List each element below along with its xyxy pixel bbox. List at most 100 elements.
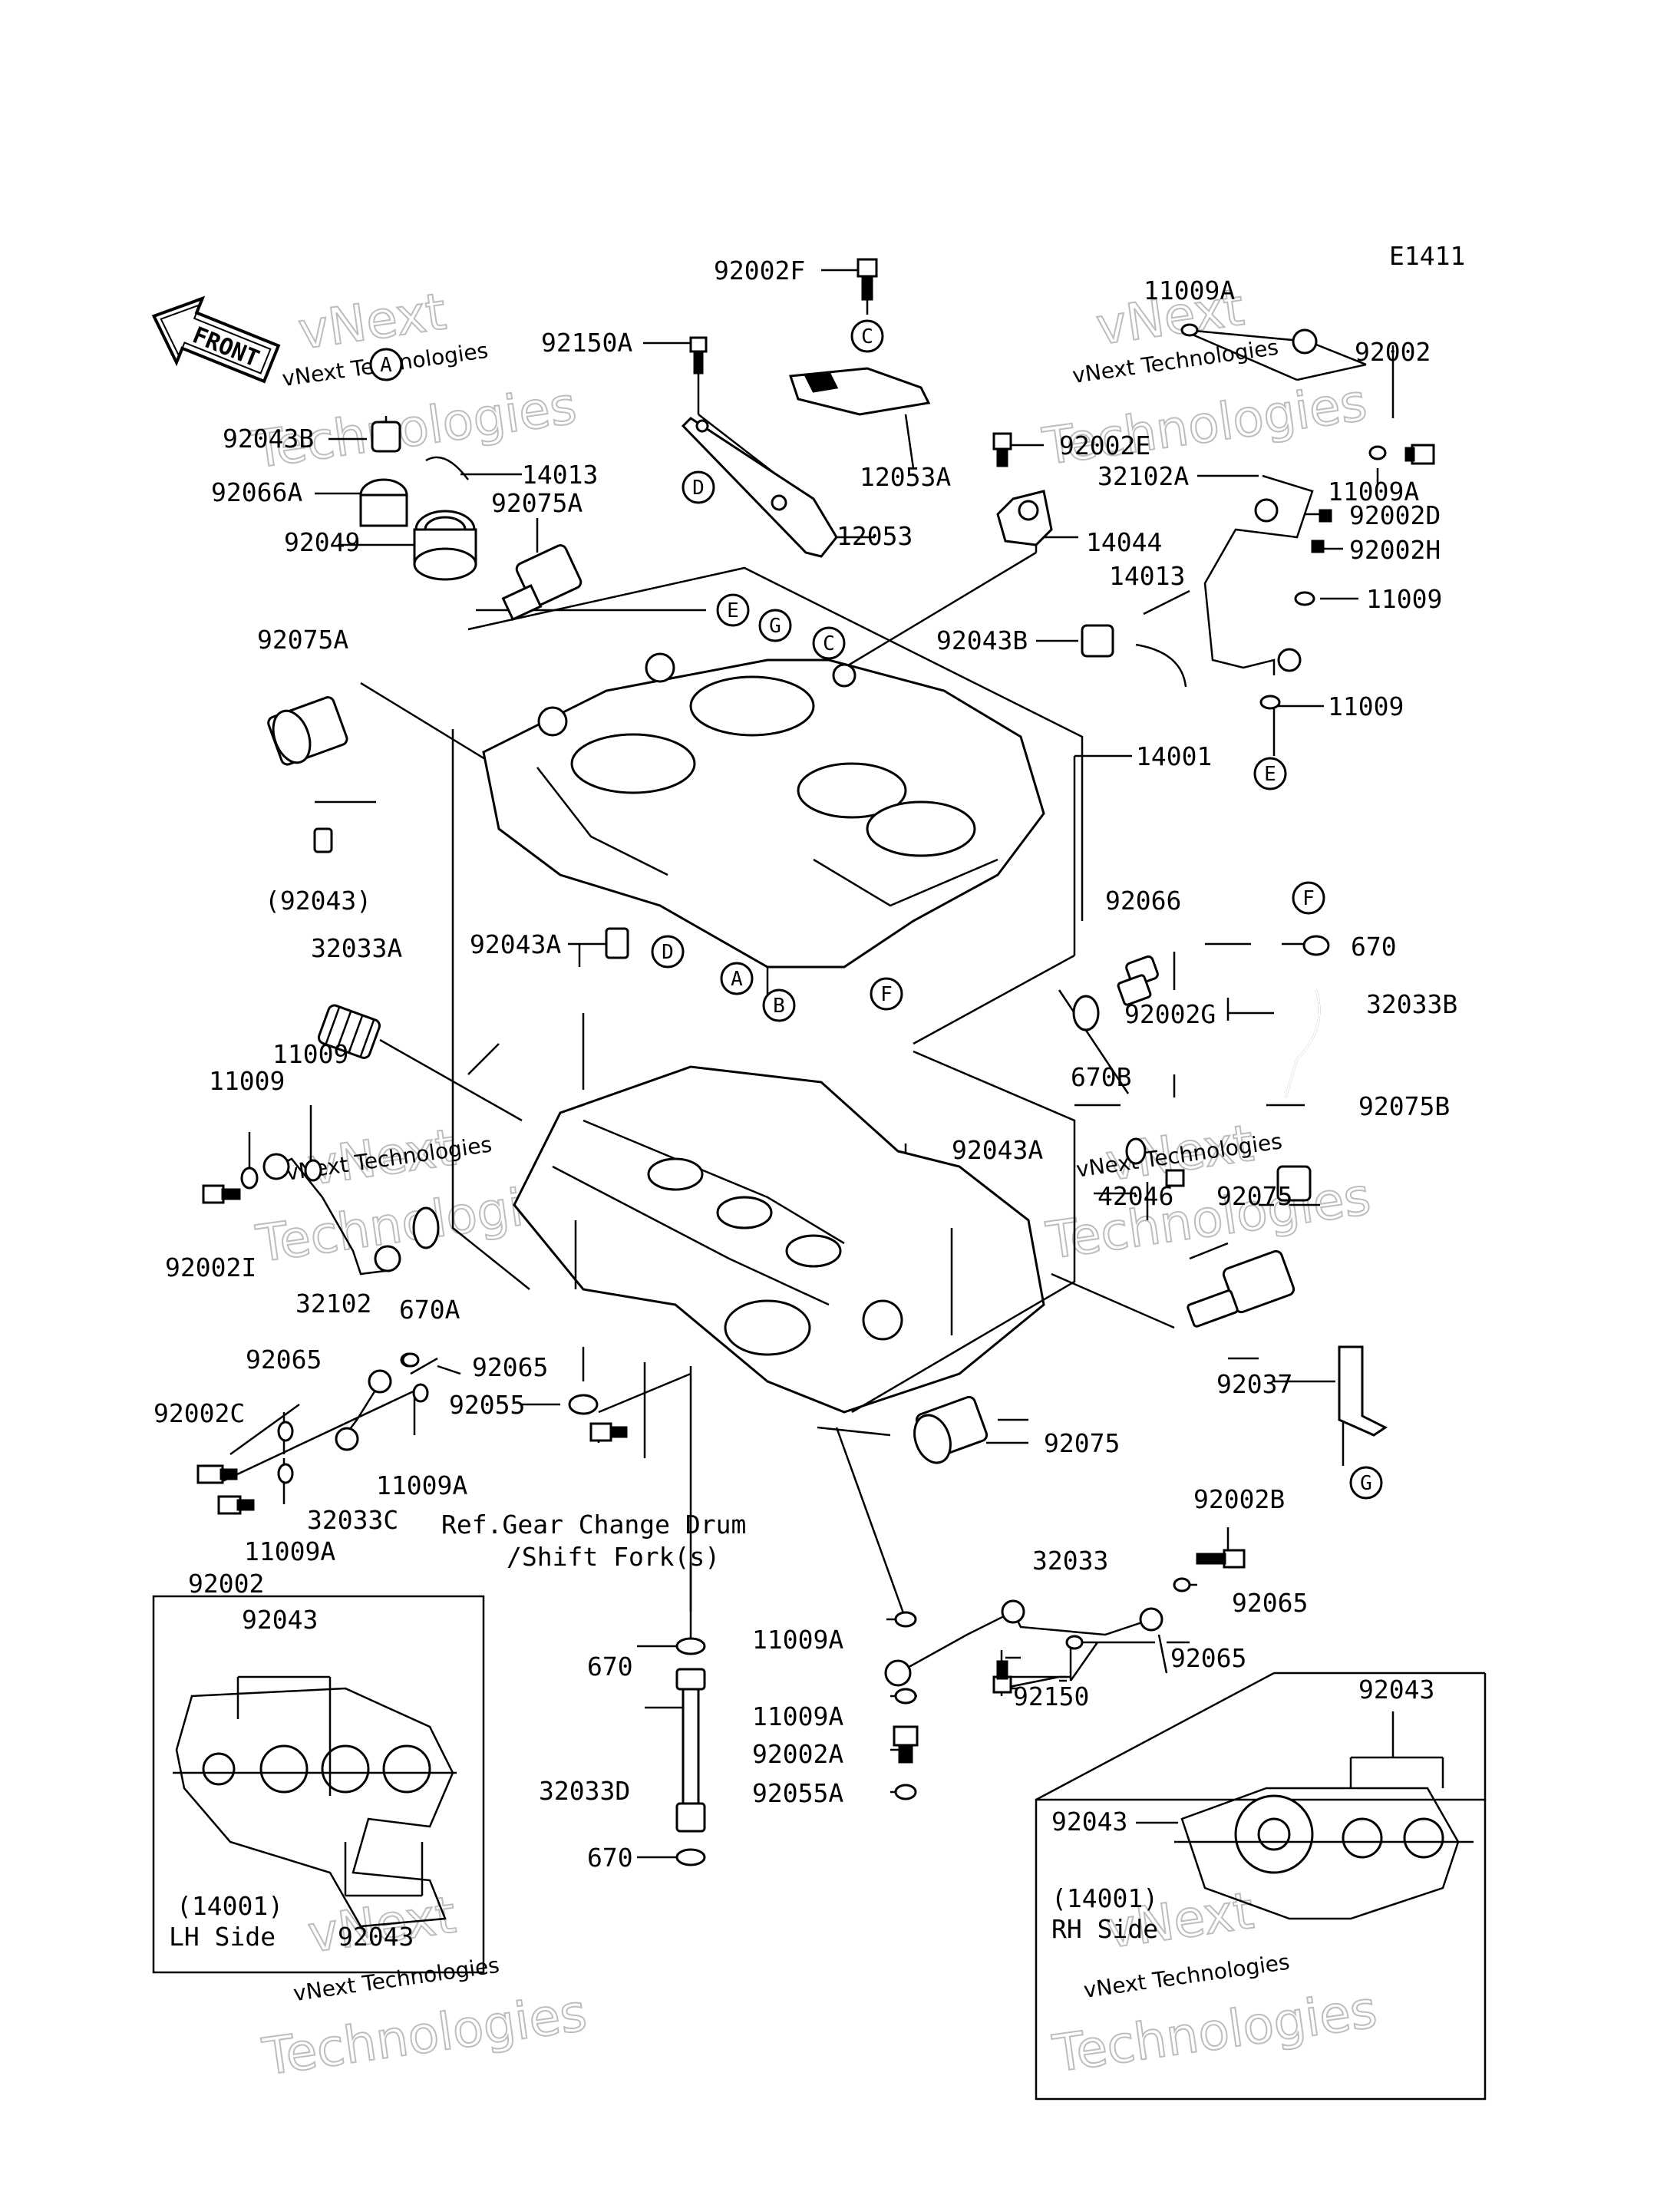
svg-text:B: B: [773, 995, 785, 1018]
label-11009A-top: 11009A: [1144, 276, 1235, 305]
label-92002-top: 92002: [1355, 337, 1431, 367]
lh-inset-side: LH Side: [169, 1922, 276, 1952]
label-11009A-d: 11009A: [244, 1536, 335, 1566]
svg-text:C: C: [861, 325, 873, 348]
marker-d-case: D: [651, 935, 685, 969]
marker-f-pipe: F: [1292, 881, 1325, 915]
label-92043-rh2: 92043: [1051, 1807, 1127, 1837]
circle-markers: C D A E G C A B F D E F G: [369, 319, 1383, 1500]
label-92002-bottom: 92002: [188, 1569, 264, 1599]
label-92002B: 92002B: [1193, 1484, 1285, 1514]
label-670-right: 670: [1351, 932, 1397, 962]
svg-text:D: D: [662, 941, 674, 964]
svg-text:D: D: [692, 477, 705, 500]
label-92055A: 92055A: [752, 1778, 843, 1808]
label-32102: 32102: [295, 1289, 371, 1318]
rh-inset-title: (14001): [1051, 1883, 1158, 1913]
label-670-m2: 670: [587, 1843, 633, 1873]
label-14001: 14001: [1136, 741, 1212, 771]
svg-text:E: E: [727, 599, 739, 622]
leader-lines: [222, 269, 1394, 1859]
label-14013-left: 14013: [522, 460, 598, 490]
label-92043-lh: 92043: [242, 1605, 318, 1635]
svg-text:C: C: [823, 632, 835, 655]
upper-crankcase: [482, 652, 1045, 969]
watermark-technologies: Technologies: [1043, 1167, 1375, 1270]
label-11009-l2: 11009: [209, 1066, 285, 1096]
label-92002I: 92002I: [165, 1252, 256, 1282]
label-92150A: 92150A: [541, 328, 632, 358]
label-92075-right: 92075: [1216, 1181, 1292, 1211]
diagram-code: E1411: [1389, 241, 1465, 271]
rh-side-inset: [1035, 1672, 1487, 2101]
label-92002D: 92002D: [1349, 500, 1441, 530]
label-92037: 92037: [1216, 1369, 1292, 1399]
marker-e-case: E: [716, 593, 750, 627]
label-92075A-1: 92075A: [491, 488, 583, 518]
label-32033: 32033: [1032, 1546, 1108, 1576]
label-32033B: 32033B: [1366, 989, 1457, 1019]
label-92075A-2: 92075A: [257, 625, 348, 655]
label-670-m1: 670: [587, 1652, 633, 1682]
label-11009A-m1: 11009A: [752, 1625, 843, 1655]
svg-text:A: A: [380, 354, 392, 377]
label-11009A-m2: 11009A: [752, 1701, 843, 1731]
label-11009-l1: 11009: [272, 1039, 348, 1069]
label-92055: 92055: [449, 1390, 525, 1420]
marker-d-bar: D: [682, 470, 715, 504]
label-11009A-c: 11009A: [376, 1470, 467, 1500]
lh-side-inset: [152, 1595, 485, 1974]
svg-text:F: F: [1302, 887, 1315, 910]
rh-inset-side: RH Side: [1051, 1914, 1158, 1944]
label-92002A: 92002A: [752, 1739, 843, 1769]
label-11009A-right: 11009A: [1328, 477, 1419, 507]
marker-e-pipe: E: [1253, 757, 1287, 790]
label-92043-lh2: 92043: [338, 1922, 414, 1952]
marker-g-bracket: G: [1349, 1466, 1383, 1500]
svg-text:A: A: [731, 968, 743, 991]
label-92065-1: 92065: [246, 1345, 322, 1375]
lower-crankcase: [513, 1065, 1045, 1414]
label-92065-3: 92065: [1232, 1588, 1308, 1618]
label-92049: 92049: [284, 527, 360, 557]
label-670B: 670B: [1071, 1062, 1131, 1092]
label-92002C: 92002C: [153, 1398, 245, 1428]
label-14044: 14044: [1086, 527, 1162, 557]
svg-text:F: F: [880, 983, 893, 1006]
label-92002F: 92002F: [714, 256, 805, 285]
front-arrow-icon: FRONT: [151, 295, 281, 384]
label-92002H: 92002H: [1349, 535, 1441, 565]
watermark-technologies: Technologies: [1039, 373, 1371, 477]
label-32102A: 32102A: [1097, 461, 1189, 491]
marker-a-case: A: [720, 962, 754, 995]
label-670A: 670A: [399, 1295, 460, 1325]
marker-c-case: C: [812, 626, 846, 660]
label-32033D: 32033D: [539, 1776, 630, 1806]
marker-a-top: A: [369, 348, 403, 381]
svg-text:G: G: [769, 615, 781, 638]
label-32033C: 32033C: [307, 1505, 398, 1535]
label-92043B-right: 92043B: [936, 625, 1028, 655]
label-14013-right: 14013: [1109, 561, 1185, 591]
label-11009-r1: 11009: [1366, 584, 1442, 614]
svg-text:G: G: [1360, 1472, 1372, 1495]
label-92002E: 92002E: [1059, 431, 1150, 460]
label-42046: 42046: [1097, 1181, 1173, 1211]
label-92075B: 92075B: [1358, 1091, 1450, 1121]
marker-b-case: B: [762, 988, 796, 1022]
label-12053: 12053: [837, 521, 913, 551]
label-92002G: 92002G: [1124, 999, 1216, 1029]
label-92043A-2: 92043A: [952, 1135, 1043, 1165]
label-92065-4: 92065: [1170, 1643, 1246, 1673]
label-11009-r2: 11009: [1328, 691, 1404, 721]
lh-inset-title: (14001): [177, 1891, 283, 1921]
label-92043A-1: 92043A: [470, 929, 561, 959]
part-labels: 92002F 11009A 92150A 92002 92043B 14013 …: [153, 256, 1457, 1952]
ref-gear-change-drum: Ref.Gear Change Drum: [441, 1510, 746, 1540]
svg-text:E: E: [1264, 763, 1276, 786]
label-92066A: 92066A: [211, 477, 302, 507]
label-92043B-left: 92043B: [223, 424, 314, 454]
label-32033A: 32033A: [311, 933, 402, 963]
marker-c-top: C: [850, 319, 884, 353]
